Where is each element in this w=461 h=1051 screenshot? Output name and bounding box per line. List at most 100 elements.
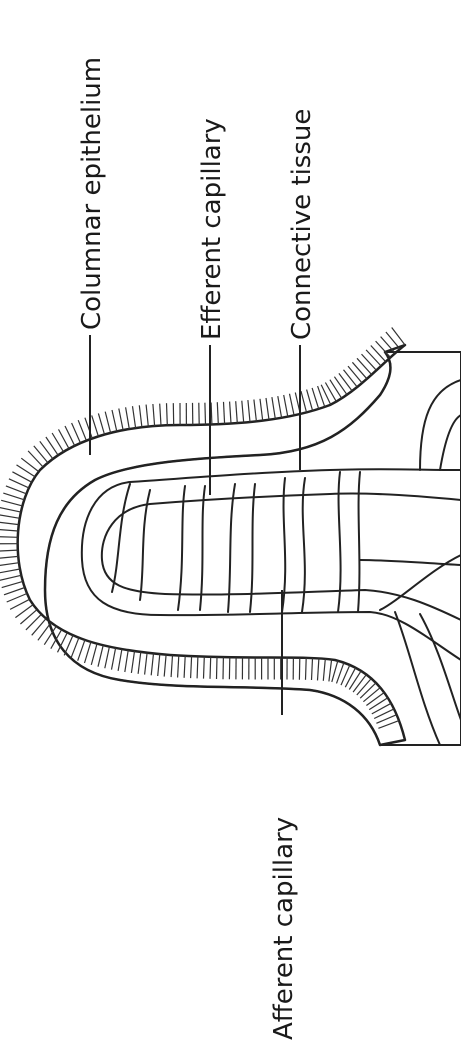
- epithelium-cell-stroke: [204, 657, 205, 679]
- epithelium-cell-stroke: [248, 400, 250, 422]
- epithelium-cell-stroke: [85, 642, 91, 663]
- epithelium-cell-stroke: [126, 407, 130, 429]
- epithelium-cell-stroke: [0, 508, 21, 513]
- epithelium-cell-stroke: [211, 403, 212, 425]
- efferent-capillary-label: Efferent capillary: [197, 118, 227, 340]
- afferent-capillary-label: Afferent capillary: [269, 817, 299, 1040]
- epithelium-cell-stroke: [158, 654, 160, 676]
- epithelium-cell-stroke: [0, 522, 19, 525]
- epithelium-cell-stroke: [376, 341, 391, 357]
- epithelium-cell-stroke: [272, 397, 275, 419]
- epithelium-cell-stroke: [353, 675, 366, 693]
- epithelium-cell-stroke: [105, 647, 110, 669]
- epithelium-cell-stroke: [0, 550, 18, 551]
- epithelium-cell-stroke: [362, 354, 377, 370]
- capillary-network: [112, 380, 461, 745]
- epithelium-cell-stroke: [184, 656, 185, 678]
- epithelium-cell-stroke: [131, 651, 134, 673]
- epithelium-cell-stroke: [191, 656, 192, 678]
- epithelium-cell-stroke: [0, 575, 21, 580]
- epithelium-cell-stroke: [323, 659, 325, 681]
- epithelium-cell-stroke: [284, 395, 288, 417]
- epithelium-cell-stroke: [0, 529, 18, 531]
- epithelium-cell-stroke: [242, 401, 244, 423]
- epithelium-cell-stroke: [139, 405, 142, 427]
- epithelium-cell-stroke: [325, 383, 336, 402]
- epithelium-cell-stroke: [312, 388, 319, 409]
- epithelium-cell-stroke: [119, 409, 123, 431]
- epithelium-cell-stroke: [307, 390, 313, 411]
- epithelium-cell-stroke: [329, 660, 332, 682]
- columnar-epithelium-label: Columnar epithelium: [77, 57, 107, 330]
- epithelium-cell-stroke: [217, 657, 218, 679]
- epithelium-cell-stroke: [392, 328, 405, 346]
- epithelium-cell-stroke: [164, 655, 166, 677]
- epithelium-cell-stroke: [9, 479, 29, 488]
- epithelium-cell-stroke: [230, 402, 231, 424]
- epithelium-cell-stroke: [366, 693, 384, 706]
- epithelium-cell-stroke: [363, 688, 380, 702]
- epithelium-cell-stroke: [85, 418, 92, 439]
- epithelium-cell-stroke: [334, 377, 347, 395]
- epithelium-cell-stroke: [0, 569, 20, 573]
- epithelium-cell-stroke: [171, 655, 172, 677]
- epithelium-cell-stroke: [357, 679, 372, 696]
- epithelium-cell-stroke: [72, 423, 81, 443]
- epithelium-cell-stroke: [0, 537, 18, 538]
- epithelium-cell-stroke: [266, 398, 269, 420]
- epithelium-cell-stroke: [0, 515, 20, 519]
- epithelium-cell-stroke: [301, 391, 307, 412]
- epithelium-cell-stroke: [357, 358, 372, 374]
- epithelium-cell-stroke: [348, 366, 362, 383]
- epithelium-cell-stroke: [7, 594, 27, 603]
- epithelium-cell-stroke: [197, 656, 198, 678]
- epithelium-cell-stroke: [64, 635, 73, 655]
- epithelium-cell-stroke: [339, 373, 352, 391]
- epithelium-cell-stroke: [178, 656, 179, 678]
- epithelium-cell-stroke: [0, 556, 18, 558]
- epithelium-cell-stroke: [352, 362, 367, 379]
- epithelium-cell-stroke: [78, 640, 85, 661]
- epithelium-cell-stroke: [112, 410, 117, 431]
- epithelium-cell-stroke: [2, 581, 23, 587]
- epithelium-cell-stroke: [4, 588, 25, 595]
- epithelium-cell-stroke: [290, 394, 295, 416]
- epithelium-cell-stroke: [205, 403, 206, 425]
- epithelium-cell-stroke: [1, 500, 22, 506]
- epithelium-cell-stroke: [366, 350, 381, 366]
- epithelium-cell-stroke: [0, 563, 19, 566]
- epithelium-cell-stroke: [260, 399, 263, 421]
- epithelium-cell-stroke: [153, 404, 155, 426]
- epithelium-cell-stroke: [98, 645, 103, 666]
- epithelium-cell-stroke: [306, 658, 307, 680]
- epithelium-cell-stroke: [3, 493, 24, 500]
- epithelium-cell-stroke: [369, 698, 388, 710]
- epithelium-cell-stroke: [254, 400, 257, 422]
- epithelium-cell-stroke: [371, 346, 386, 362]
- epithelium-cell-stroke: [98, 413, 104, 434]
- epithelium-cell-stroke: [138, 652, 141, 674]
- epithelium-cell-stroke: [360, 683, 376, 698]
- epithelium-cell-stroke: [344, 370, 358, 387]
- epithelium-cell-stroke: [125, 650, 128, 672]
- epithelium-cell-stroke: [210, 657, 211, 679]
- epithelium-cell-stroke: [318, 658, 319, 680]
- epithelium-cell-stroke: [91, 644, 97, 665]
- epithelium-cell-stroke: [112, 648, 116, 670]
- epithelium-cell-stroke: [386, 332, 400, 349]
- epithelium-cell-stroke: [146, 405, 148, 427]
- epithelium-cell-stroke: [92, 415, 99, 436]
- connective-tissue-label: Connective tissue: [287, 109, 317, 340]
- epithelium-cell-stroke: [332, 661, 338, 682]
- epithelium-cell-stroke: [312, 658, 313, 680]
- capillary-loop: [82, 469, 461, 660]
- epithelium-cell-stroke: [10, 599, 30, 609]
- epithelium-cell-stroke: [145, 653, 148, 675]
- epithelium-cell-stroke: [6, 486, 27, 494]
- epithelium-cell-stroke: [78, 420, 86, 440]
- epithelium-cell-stroke: [133, 406, 136, 428]
- epithelium-cell-stroke: [224, 402, 225, 424]
- epithelium-cell-stroke: [167, 403, 168, 425]
- epithelium-cell-stroke: [160, 404, 161, 426]
